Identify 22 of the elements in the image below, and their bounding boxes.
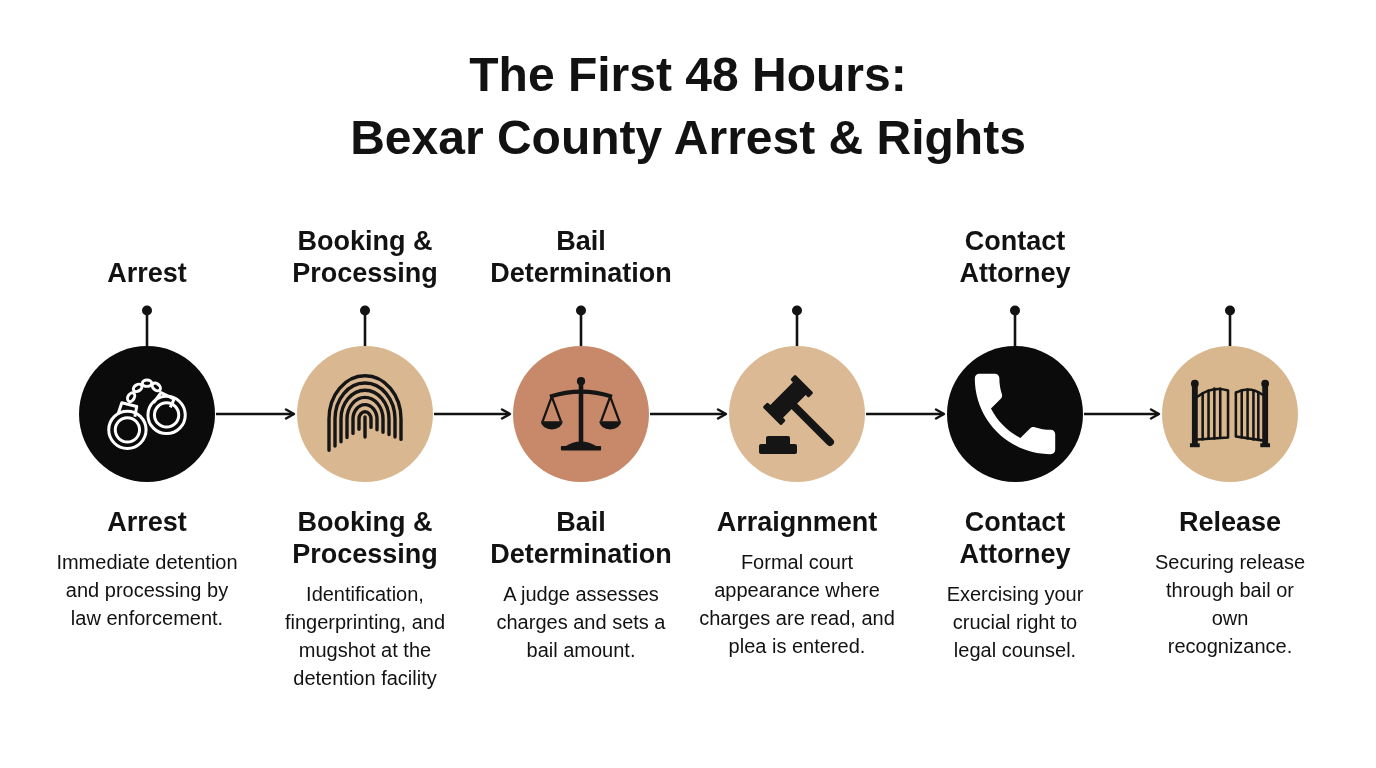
step-label: Booking & Processing: [292, 225, 438, 289]
step-description: Immediate detention and processing by law enforcement.: [56, 550, 238, 631]
step-heading: Release: [1178, 506, 1282, 538]
step-description: A judge assesses charges and sets a bail amount.: [496, 582, 666, 663]
arrow: [1084, 408, 1161, 420]
arrow: [650, 408, 728, 420]
step-heading: Arraignment: [716, 506, 878, 538]
step-label: Arrest: [107, 257, 187, 289]
arrow: [866, 408, 946, 420]
step-heading: Booking & Processing: [292, 506, 438, 570]
step-label: Contact Attorney: [959, 225, 1071, 289]
step-heading: Arrest: [107, 506, 187, 538]
step-description: Securing release through bail or own recognizance.: [1154, 550, 1306, 659]
arrow: [434, 408, 512, 420]
step-heading: Contact Attorney: [959, 506, 1071, 570]
step-description: Exercising your crucial right to legal counsel.: [946, 582, 1084, 663]
step-description: Formal court appearance where charges are read, and plea is entered.: [699, 550, 895, 659]
arrow: [216, 408, 296, 420]
step-label: Bail Determination: [490, 225, 672, 289]
title: The First 48 Hours: Bexar County Arrest & Rights: [350, 47, 1026, 166]
step-heading: Bail Determination: [490, 506, 672, 570]
step-description: Identification, fingerprinting, and mugshot at the detention facility: [284, 582, 446, 691]
